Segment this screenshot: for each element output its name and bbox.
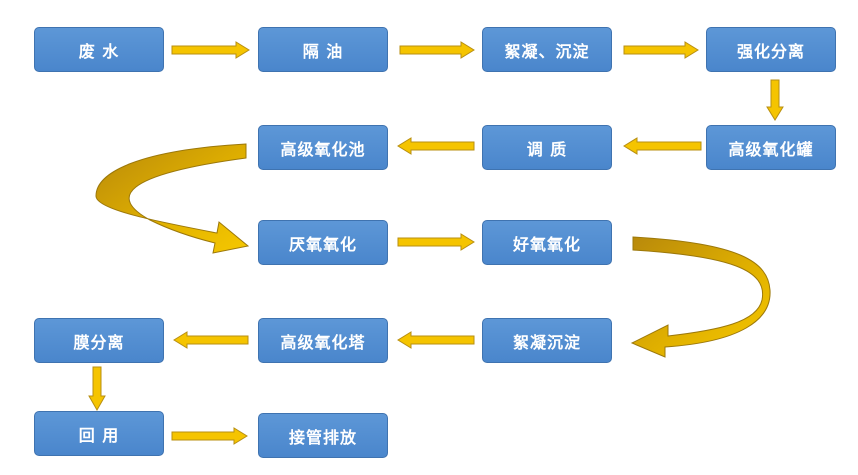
step-wastewater: 废 水 [34,27,164,72]
arrow-right-3 [623,41,699,59]
step-discharge-to-pipe: 接管排放 [258,413,388,458]
arrow-down-2 [88,366,106,412]
step-aerobic-oxidation: 好氧氧化 [482,220,612,265]
arrow-right-4 [397,233,475,251]
arrow-left-4 [173,331,249,349]
arrow-right-2 [399,41,475,59]
step-membrane-separation: 膜分离 [34,318,164,363]
arrow-right-5 [171,427,248,445]
step-advanced-oxidation-tank: 高级氧化罐 [706,125,836,170]
step-conditioning: 调 质 [482,125,612,170]
arrow-left-3 [397,331,475,349]
arrow-left-2 [397,137,475,155]
arrow-right-1 [171,41,250,59]
step-reuse: 回 用 [34,411,164,456]
step-coagulation-sedimentation-1: 絮凝、沉淀 [482,27,612,72]
step-coagulation-sedimentation-2: 絮凝沉淀 [482,318,612,363]
step-oil-separation: 隔 油 [258,27,388,72]
arrow-down-1 [766,79,784,121]
step-advanced-oxidation-pool: 高级氧化池 [258,125,388,170]
curved-arrow-left [95,143,250,254]
step-advanced-oxidation-tower: 高级氧化塔 [258,318,388,363]
curved-arrow-right [630,236,771,358]
step-anaerobic-oxidation: 厌氧氧化 [258,220,388,265]
arrow-left-1 [623,137,702,155]
step-enhanced-separation: 强化分离 [706,27,836,72]
